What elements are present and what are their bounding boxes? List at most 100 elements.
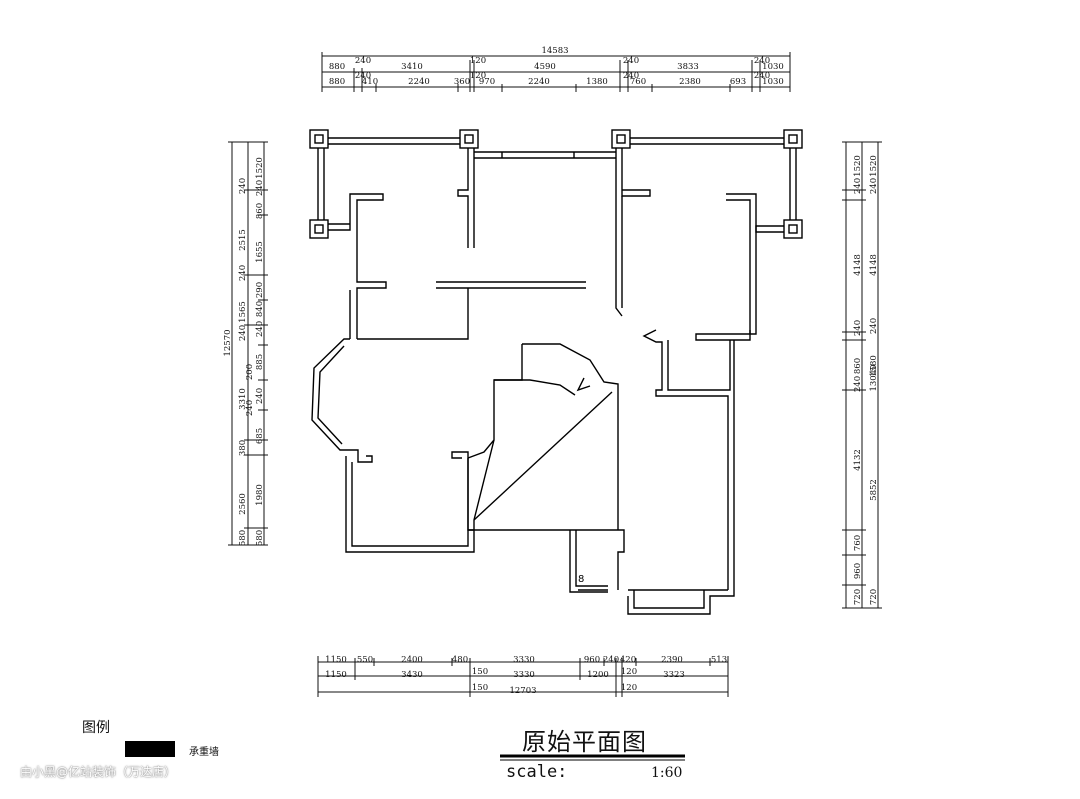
dim-top-r2: 240 bbox=[754, 71, 770, 81]
dim-top-r2: 970 bbox=[479, 77, 495, 87]
dim-top-r2: 120 bbox=[470, 71, 486, 81]
dim-top-r1: 1030 bbox=[762, 62, 784, 72]
dim-left-outer: 3310 bbox=[238, 388, 248, 410]
dim-left-inner: 240 bbox=[255, 321, 265, 337]
watermark: 由小黑@亿站装饰（万达店） bbox=[20, 765, 177, 779]
dim-right-inner: 240 bbox=[869, 318, 879, 334]
dim-right-total: 13040 bbox=[869, 364, 879, 391]
dim-bottom-r1: 960 bbox=[584, 655, 600, 665]
drawing-title: 原始平面图 bbox=[522, 728, 647, 756]
dim-right-outer: 760 bbox=[853, 535, 863, 551]
dim-top-r2: 410 bbox=[362, 77, 378, 87]
dim-bottom-r1: 550 bbox=[357, 655, 373, 665]
dim-right-outer: 240 bbox=[853, 320, 863, 336]
dim-right-outer: 960 bbox=[853, 563, 863, 579]
dim-top-r2: 360 bbox=[454, 77, 470, 87]
dim-top-r1: 120 bbox=[470, 56, 486, 66]
dim-right-outer: 4132 bbox=[853, 449, 863, 471]
right-dimension-texts: 1520 240 4148 240 860 240 4132 760 960 7… bbox=[853, 155, 879, 605]
dim-left-outer: 2515 bbox=[238, 229, 248, 251]
columns bbox=[309, 129, 803, 239]
dim-left-inner: 1655 bbox=[255, 241, 265, 263]
dim-top-r1: 3833 bbox=[677, 62, 699, 72]
dim-left-inner: 240 bbox=[255, 180, 265, 196]
dim-top-r2: 2240 bbox=[408, 77, 430, 87]
scale-value: 1:60 bbox=[651, 765, 683, 781]
dim-bottom-r2: 3330 bbox=[513, 670, 535, 680]
dim-bottom-r1: 420 bbox=[620, 655, 636, 665]
dim-bottom-r1: 3330 bbox=[513, 655, 535, 665]
dim-right-outer: 240 bbox=[853, 376, 863, 392]
legend-swatch-load-bearing-wall bbox=[125, 741, 175, 757]
dim-bottom-r2: 120 bbox=[621, 667, 637, 677]
dim-right-outer: 240 bbox=[853, 178, 863, 194]
dim-left-outer: 240 bbox=[238, 178, 248, 194]
dim-right-inner: 5852 bbox=[869, 479, 879, 501]
dim-left-outer: 2560 bbox=[238, 493, 248, 515]
dim-left-inner: 240 bbox=[245, 400, 255, 416]
top-dimension-texts: 14583 880 240 3410 120 4590 240 3833 240… bbox=[329, 46, 784, 87]
dim-left-inner: 580 bbox=[255, 530, 265, 546]
dim-bottom-r2: 3323 bbox=[663, 670, 685, 680]
dim-right-inner: 240 bbox=[869, 178, 879, 194]
dim-bottom-r2: 1200 bbox=[587, 670, 609, 680]
dim-top-r2: 760 bbox=[630, 77, 646, 87]
dim-bottom-total: 12703 bbox=[509, 686, 536, 696]
dim-bottom-r3: 150 bbox=[472, 683, 488, 693]
dim-left-outer: 240 bbox=[238, 325, 248, 341]
dim-right-outer: 1520 bbox=[853, 155, 863, 177]
dim-bottom-r2: 3430 bbox=[401, 670, 423, 680]
dim-bottom-r1: 2390 bbox=[661, 655, 683, 665]
dim-top-total: 14583 bbox=[541, 46, 568, 56]
dim-left-inner: 685 bbox=[255, 428, 265, 444]
left-dimension-texts: 12570 240 2515 240 1565 240 3310 380 256… bbox=[223, 157, 265, 546]
dim-top-r1: 4590 bbox=[534, 62, 556, 72]
dim-right-inner: 4148 bbox=[869, 254, 879, 276]
dim-left-total: 12570 bbox=[223, 329, 233, 356]
dim-right-inner: 720 bbox=[869, 589, 879, 605]
dim-top-r1: 240 bbox=[355, 56, 371, 66]
dim-top-r1: 880 bbox=[329, 62, 345, 72]
dim-top-r2: 1380 bbox=[586, 77, 608, 87]
dim-right-inner: 1580 bbox=[869, 355, 879, 377]
dim-bottom-r1: 1150 bbox=[325, 655, 347, 665]
dim-top-r2: 2240 bbox=[528, 77, 550, 87]
legend-label-load-bearing-wall: 承重墙 bbox=[189, 747, 219, 758]
dim-left-inner: 1980 bbox=[255, 484, 265, 506]
dim-left-inner: 200 bbox=[245, 364, 255, 380]
dim-bottom-r1: 480 bbox=[452, 655, 468, 665]
dim-left-inner: 1520 bbox=[255, 157, 265, 179]
dim-top-r2: 240 bbox=[355, 71, 371, 81]
dim-bottom-r1: 2400 bbox=[401, 655, 423, 665]
walls bbox=[311, 137, 797, 615]
dimension-lines bbox=[228, 52, 882, 697]
dim-left-outer: 580 bbox=[238, 530, 248, 546]
dim-bottom-r1: 240 bbox=[603, 655, 619, 665]
scale-label: scale: bbox=[506, 762, 568, 782]
dim-top-r1: 240 bbox=[754, 56, 770, 66]
dim-left-inner: 290 bbox=[255, 282, 265, 298]
dim-left-inner: 240 bbox=[255, 388, 265, 404]
dim-top-r1: 3410 bbox=[401, 62, 423, 72]
dim-right-outer: 860 bbox=[853, 358, 863, 374]
dim-top-r2: 693 bbox=[730, 77, 746, 87]
dim-top-r2: 1030 bbox=[762, 77, 784, 87]
dim-top-r1: 240 bbox=[623, 56, 639, 66]
dim-top-r2: 240 bbox=[623, 71, 639, 81]
dim-bottom-r2: 1150 bbox=[325, 670, 347, 680]
dim-right-outer: 720 bbox=[853, 589, 863, 605]
dim-left-outer: 240 bbox=[238, 265, 248, 281]
dim-right-outer: 4148 bbox=[853, 254, 863, 276]
dim-right-inner: 1520 bbox=[869, 155, 879, 177]
dim-left-outer: 380 bbox=[238, 440, 248, 456]
dim-bottom-r1: 513 bbox=[711, 655, 727, 665]
dim-bottom-r2: 150 bbox=[472, 667, 488, 677]
dim-left-outer: 1565 bbox=[238, 301, 248, 323]
dim-top-r2: 880 bbox=[329, 77, 345, 87]
legend-heading: 图例 bbox=[82, 720, 110, 736]
bottom-dimension-texts: 1150 550 2400 480 3330 960 240 420 2390 … bbox=[325, 655, 727, 696]
dim-bottom-r3: 120 bbox=[621, 683, 637, 693]
dim-left-inner: 840 bbox=[255, 301, 265, 317]
dim-top-r2: 2380 bbox=[679, 77, 701, 87]
